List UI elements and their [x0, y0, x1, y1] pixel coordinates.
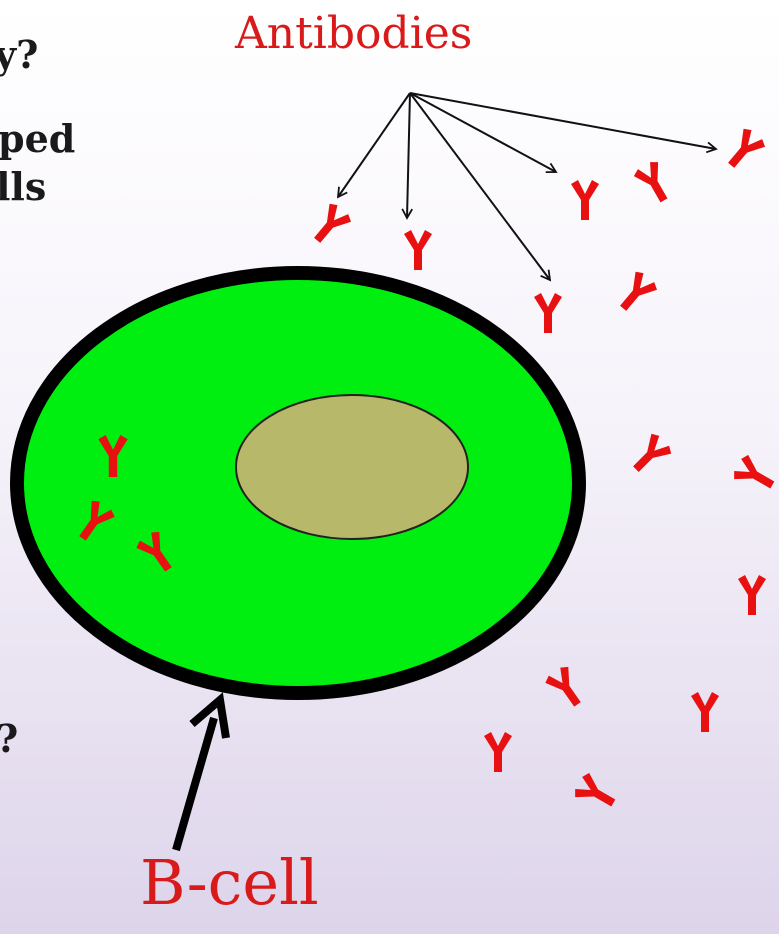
antibody-y-icon — [484, 732, 512, 772]
antibody-y-icon — [534, 293, 562, 333]
b-cell-pointer-arrow — [176, 700, 226, 850]
antibody-y-icon — [691, 692, 719, 732]
antibody-y-icon — [720, 126, 767, 175]
antibody-y-icon — [632, 159, 676, 208]
antibody-y-icon — [543, 664, 589, 713]
antibody-y-icon — [404, 230, 432, 270]
antibody-y-icon — [738, 575, 766, 615]
antibody-y-icon — [306, 201, 353, 250]
antibody-y-icon — [571, 180, 599, 220]
antibody-y-icon — [612, 269, 659, 318]
antibody-y-icon — [626, 431, 674, 479]
nucleus — [236, 395, 468, 539]
antibody-y-icon — [731, 453, 779, 497]
antibody-y-icon — [572, 771, 621, 815]
